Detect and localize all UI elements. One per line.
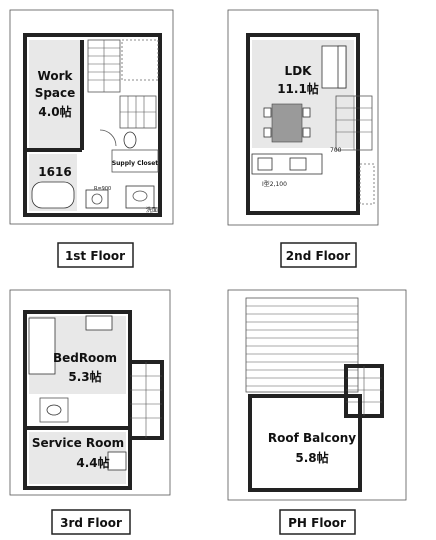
- roof-balcony-size: 5.8帖: [295, 450, 328, 465]
- dining-chair: [302, 127, 311, 138]
- third-floor-caption: 3rd Floor: [60, 516, 122, 530]
- ph-floor-plan: Roof Balcony 5.8帖: [227, 289, 407, 501]
- washing-machine-icon: [85, 189, 109, 209]
- ldk-label: LDK: [285, 64, 313, 78]
- dining-chair: [302, 107, 311, 118]
- third-floor-plan: BedRoom 5.3帖 Service Room 4.4帖: [9, 289, 171, 496]
- work-space-floor: [29, 40, 81, 148]
- dining-table-icon: [271, 103, 303, 143]
- second-floor-outer-wall: [246, 33, 360, 215]
- sofa-back: [337, 45, 347, 89]
- bath-label: 1616: [38, 165, 71, 179]
- toilet-icon: [123, 131, 137, 149]
- wash-basin-bowl: [132, 190, 148, 202]
- first-floor-stair-steps: [88, 40, 120, 92]
- washroom-note: 洗面: [146, 206, 158, 214]
- dining-chair: [263, 107, 272, 118]
- second-floor-balcony: [359, 163, 375, 205]
- second-floor-caption-box: [280, 242, 357, 268]
- washing-machine-drum: [91, 193, 103, 205]
- roof-surface: [245, 297, 359, 393]
- first-floor-caption-box: [57, 242, 134, 268]
- work-space-label-line2: Space: [35, 86, 76, 100]
- work-space-size: 4.0帖: [38, 104, 71, 119]
- sink-icon: [289, 157, 307, 171]
- service-room-size: 4.4帖: [76, 455, 109, 470]
- third-floor-stair: [130, 362, 162, 438]
- service-room-label: Service Room: [32, 436, 124, 450]
- first-floor-plan: Supply Closet 1616 R=900 洗面 Work Space 4…: [9, 9, 174, 225]
- third-floor-site-outline: [9, 289, 171, 496]
- second-floor-caption: 2nd Floor: [286, 249, 350, 263]
- second-floor-stair: [335, 95, 373, 151]
- bedroom-sink-icon: [85, 315, 113, 331]
- kitchen-note: I型2,100: [262, 180, 287, 188]
- r900-note: R=900: [94, 186, 111, 192]
- ph-floor-caption-box: [279, 509, 356, 535]
- wash-basin-icon: [125, 185, 155, 209]
- second-floor-plan: I型2,100 700 LDK 11.1帖: [227, 9, 379, 226]
- work-space-label-line1: Work: [38, 69, 74, 83]
- roof-balcony-wall: [248, 394, 362, 492]
- bed-icon: [28, 317, 56, 375]
- bedroom-size: 5.3帖: [68, 369, 101, 384]
- first-floor-void: [121, 39, 159, 81]
- ldk-size: 11.1帖: [277, 81, 319, 96]
- supply-closet-box: [111, 149, 159, 173]
- first-floor-door-swing: [99, 129, 117, 147]
- first-floor-site-outline: [9, 9, 174, 225]
- bedroom-label: BedRoom: [53, 351, 117, 365]
- ph-stair: [346, 366, 382, 416]
- second-floor-site-outline: [227, 9, 379, 226]
- supply-closet-label: Supply Closet: [112, 160, 158, 167]
- cooktop-icon: [257, 157, 273, 171]
- third-floor-caption-box: [51, 509, 131, 535]
- third-floor-toilet-room: [39, 397, 69, 423]
- first-floor-outer-wall: [23, 33, 162, 217]
- ph-floor-site-outline: [227, 289, 407, 501]
- bathtub-icon: [31, 181, 75, 209]
- roof-balcony-label: Roof Balcony: [268, 431, 356, 445]
- ph-floor-caption: PH Floor: [288, 516, 346, 530]
- service-room-sink-icon: [107, 451, 127, 471]
- roof-hatching: [246, 305, 358, 387]
- first-floor-caption: 1st Floor: [65, 249, 125, 263]
- toilet-icon: [46, 404, 62, 416]
- first-floor-stair-right: [119, 95, 157, 129]
- dining-chair: [263, 127, 272, 138]
- dimension-700-note: 700: [330, 147, 342, 154]
